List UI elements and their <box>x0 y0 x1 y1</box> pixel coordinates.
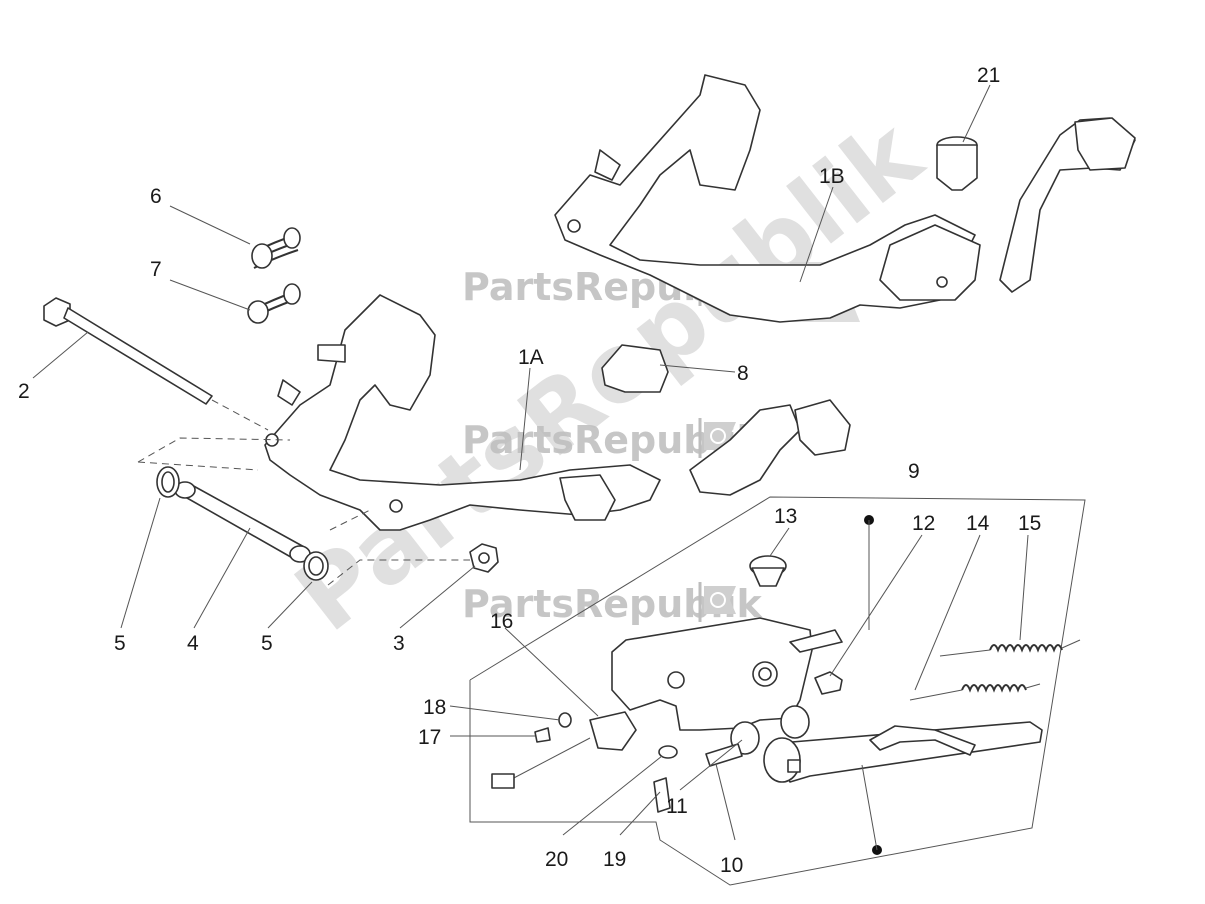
callout-5-right: 5 <box>261 632 273 655</box>
callout-19: 19 <box>603 848 626 871</box>
callout-1a: 1A <box>518 346 544 369</box>
callout-11: 11 <box>666 795 688 818</box>
ring-5-right <box>303 551 329 581</box>
bolt-19 <box>653 777 671 813</box>
switch-16 <box>491 711 637 789</box>
ring-5-left <box>156 466 180 498</box>
callout-15: 15 <box>1018 512 1041 535</box>
callout-16: 16 <box>490 610 513 633</box>
side-stand-leg <box>763 721 1043 783</box>
nut-3 <box>469 543 499 573</box>
callout-20: 20 <box>545 848 568 871</box>
callout-5-left: 5 <box>114 632 126 655</box>
callout-7: 7 <box>150 258 162 281</box>
callout-8: 8 <box>737 362 749 385</box>
gear-flag-icon <box>698 582 736 622</box>
center-stand-1a <box>264 294 851 531</box>
callout-labels: 21 1B 6 7 1A 8 2 9 13 12 14 15 16 5 4 5 … <box>18 64 1041 877</box>
callout-6: 6 <box>150 185 162 208</box>
side-stand-bracket <box>611 617 843 731</box>
callout-13: 13 <box>774 505 797 528</box>
assembly-lines <box>137 399 470 586</box>
washer-18 <box>558 712 572 728</box>
callout-17: 17 <box>418 726 441 749</box>
callout-2: 2 <box>18 380 30 403</box>
watermark-3: PartsRepublik <box>462 582 763 626</box>
pin-4 <box>174 481 311 563</box>
callout-1b: 1B <box>819 165 845 188</box>
springs-14-15 <box>909 639 1081 701</box>
spring-7 <box>247 283 301 324</box>
rubber-pad-12 <box>814 671 843 695</box>
callout-4: 4 <box>187 632 199 655</box>
callout-10: 10 <box>720 854 743 877</box>
leader-lines <box>32 84 1029 851</box>
rubber-cap-13 <box>749 555 787 587</box>
callout-9: 9 <box>908 460 920 483</box>
callout-3: 3 <box>393 632 405 655</box>
center-stand-1b <box>554 74 1136 323</box>
side-stand-group-frame <box>469 496 1086 886</box>
callout-21: 21 <box>977 64 1000 87</box>
bolt-2 <box>43 297 213 405</box>
washer-20 <box>658 745 678 759</box>
spring-6 <box>251 227 301 269</box>
rubber-stop-21 <box>936 136 978 191</box>
callout-12: 12 <box>912 512 935 535</box>
rubber-pad-8 <box>601 344 669 393</box>
callout-18: 18 <box>423 696 446 719</box>
callout-14: 14 <box>966 512 990 535</box>
screw-17 <box>534 727 551 743</box>
